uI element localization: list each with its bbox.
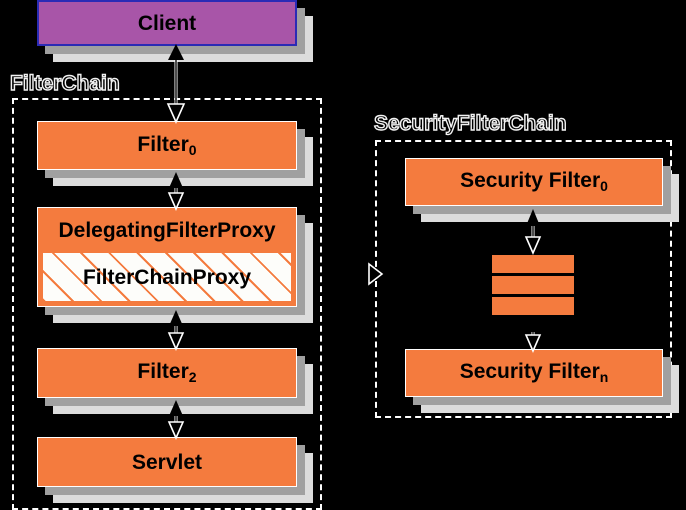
node-security-filter0-subscript: 0 xyxy=(600,178,608,195)
node-filter0-subscript: 0 xyxy=(188,142,197,159)
node-filter-chain-proxy-label: FilterChainProxy xyxy=(82,265,252,289)
node-delegating-label: DelegatingFilterProxy xyxy=(58,219,276,242)
arrow-securityfiltern-ellipsis xyxy=(524,316,542,353)
arrow-filter0-delegating xyxy=(167,172,185,211)
arrow-proxy-to-securitychain xyxy=(368,262,384,286)
node-security-filtern-subscript: n xyxy=(599,369,609,386)
node-filter2-text: Filter xyxy=(137,360,189,384)
node-filter2[interactable]: Filter2 xyxy=(37,348,313,414)
ellipsis-bar-3 xyxy=(492,297,574,315)
node-filter2-subscript: 2 xyxy=(188,369,197,386)
filter0-face: Filter0 xyxy=(37,121,297,170)
filter-chain-label: FilterChain xyxy=(9,71,120,95)
node-servlet-label: Servlet xyxy=(131,450,203,474)
node-delegating-filter-proxy[interactable]: DelegatingFilterProxy FilterChainProxy xyxy=(37,207,313,323)
node-security-filtern-text: Security Filter xyxy=(459,360,600,384)
node-client-label: Client xyxy=(137,11,197,35)
security-filter0-face: Security Filter0 xyxy=(405,158,663,206)
node-security-filter0[interactable]: Security Filter0 xyxy=(405,158,679,222)
client-face: Client xyxy=(37,0,297,46)
node-filter0-text: Filter xyxy=(137,132,189,156)
servlet-face: Servlet xyxy=(37,437,297,487)
arrow-client-filter0 xyxy=(166,44,186,124)
node-security-filter0-text: Security Filter xyxy=(460,169,601,193)
ellipsis-bar-1 xyxy=(492,255,574,273)
node-security-filtern-label: Security Filtern xyxy=(460,361,609,384)
ellipsis-bar-2 xyxy=(492,276,574,294)
security-filter-chain-label: SecurityFilterChain xyxy=(373,111,567,135)
filter2-face: Filter2 xyxy=(37,348,297,398)
delegating-title-row: DelegatingFilterProxy xyxy=(38,208,296,253)
arrow-proxy-filter2 xyxy=(167,310,185,351)
node-filter0-label: Filter0 xyxy=(137,134,196,157)
node-servlet[interactable]: Servlet xyxy=(37,437,313,503)
arrow-filter2-servlet xyxy=(167,400,185,440)
arrow-ellipsis-securityfilter0 xyxy=(524,209,542,255)
delegating-face: DelegatingFilterProxy FilterChainProxy xyxy=(37,207,297,307)
node-filter0[interactable]: Filter0 xyxy=(37,121,313,186)
node-filter-chain-proxy[interactable]: FilterChainProxy xyxy=(43,253,291,301)
security-filtern-face: Security Filtern xyxy=(405,349,663,397)
node-security-filter0-label: Security Filter0 xyxy=(460,170,608,193)
node-security-filtern[interactable]: Security Filtern xyxy=(405,349,679,413)
node-filter2-label: Filter2 xyxy=(137,361,196,384)
